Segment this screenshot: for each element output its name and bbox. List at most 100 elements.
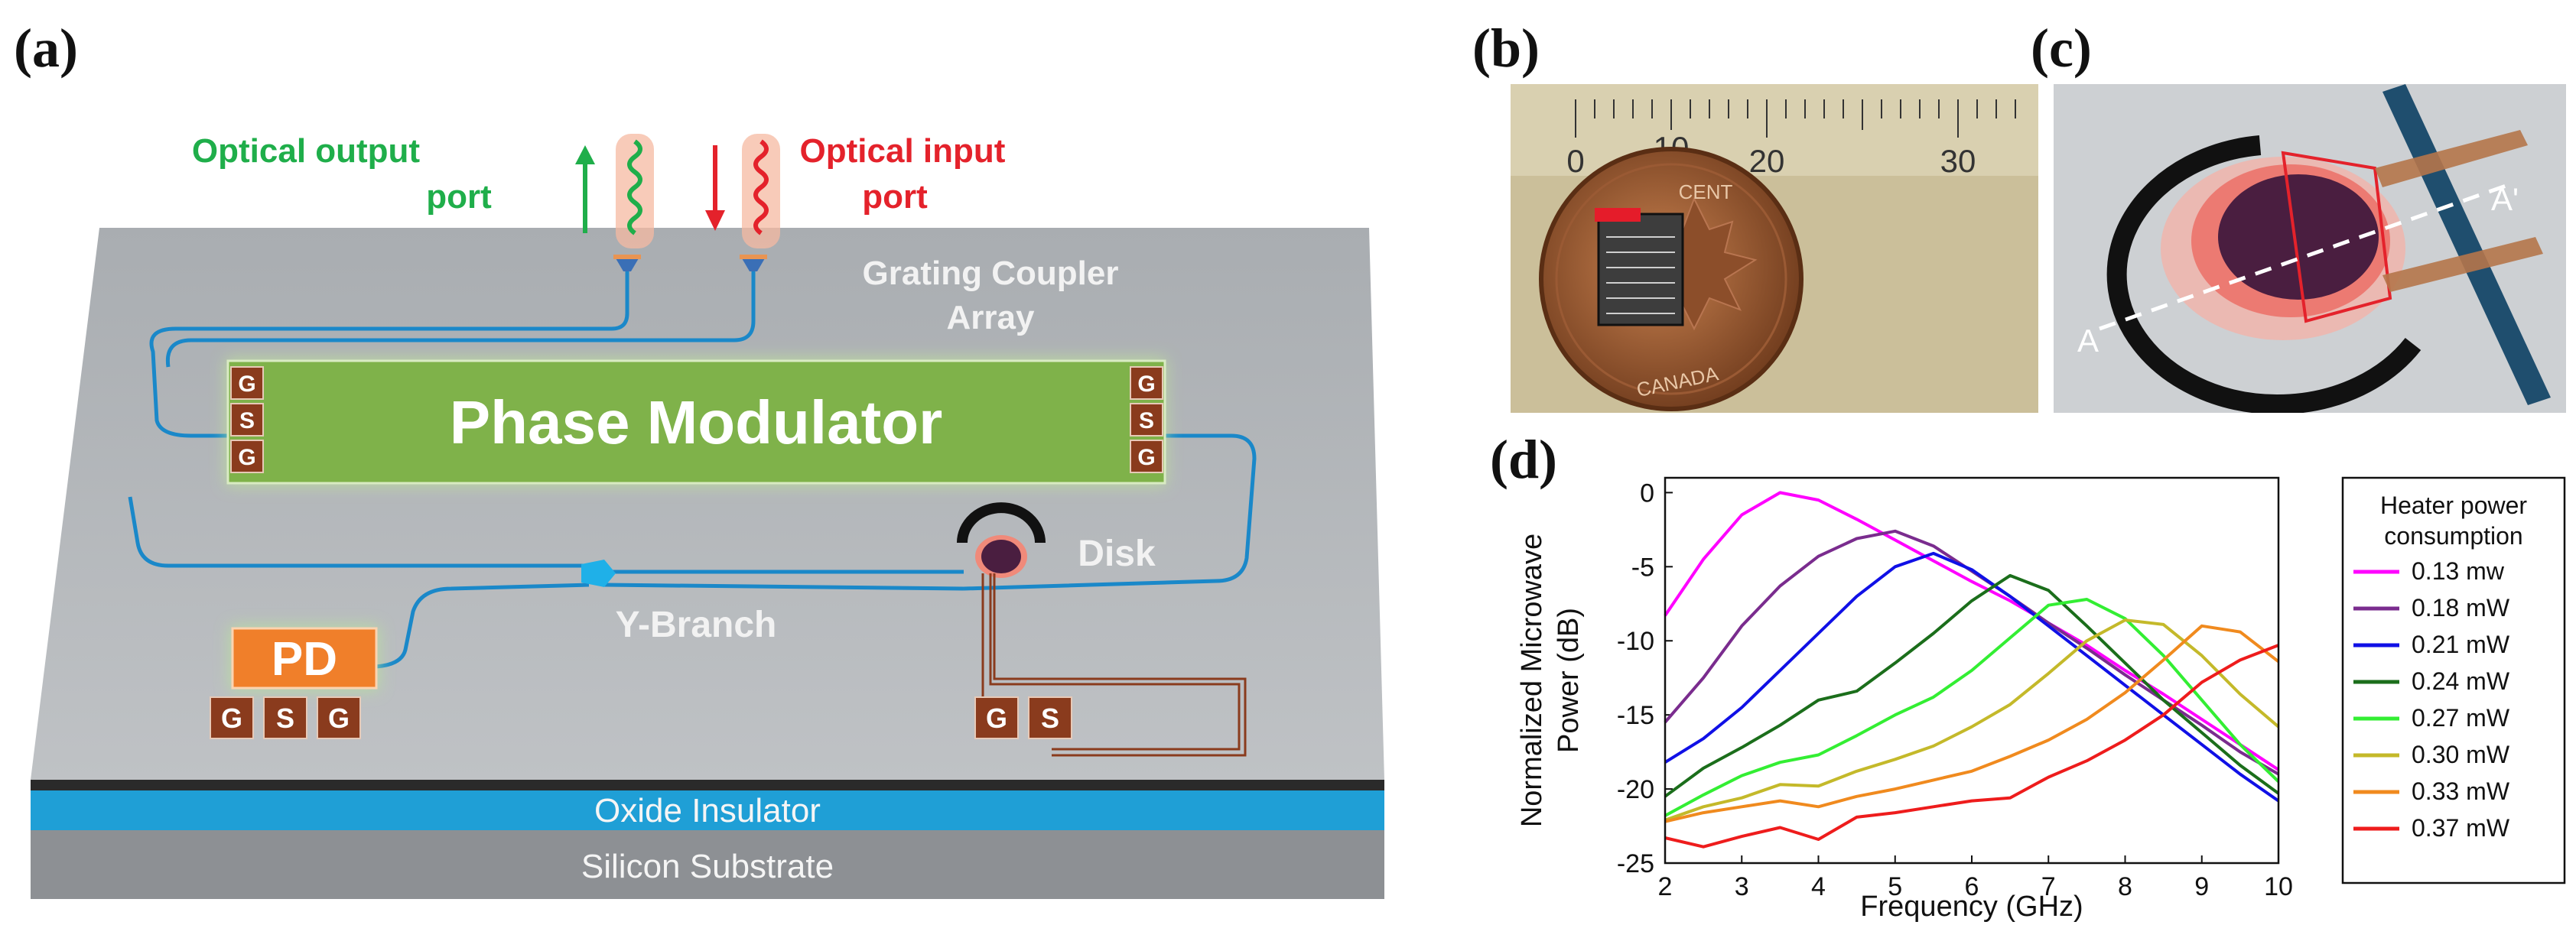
- legend-entry: 0.27 mW: [2412, 704, 2510, 732]
- y-tick-label: 0: [1640, 479, 1654, 508]
- series-line-0-21-mW: [1664, 551, 2280, 803]
- pd-label: PD: [272, 633, 337, 686]
- legend-entry: 0.37 mW: [2412, 814, 2510, 842]
- series-line-0-37-mW: [1664, 644, 2279, 849]
- legend-entry: 0.33 mW: [2412, 777, 2510, 805]
- heater-outline: [2281, 151, 2392, 323]
- left-pad-label: G: [238, 445, 255, 470]
- y-tick-label: -10: [1617, 627, 1654, 656]
- series-line-0-33-mW: [1664, 624, 2280, 823]
- chip-marker: [1595, 208, 1641, 222]
- legend-title-line1: Heater power: [2380, 492, 2527, 519]
- x-tick-label: 5: [1888, 872, 1902, 901]
- pd-block: [231, 627, 378, 690]
- y-axis-label-line1: Normalized Microwave: [1516, 534, 1548, 827]
- legend: Heater power consumption 0.13 mw 0.18 mW 0…: [2341, 476, 2566, 884]
- x-tick-label: 2: [1658, 872, 1673, 901]
- heater-pad-label: G: [986, 703, 1007, 734]
- input-beam-wave: [753, 139, 769, 235]
- output-beam-wave: [627, 139, 642, 235]
- chip-photo: 0 20 30 10 CENT CANADA: [1511, 84, 2038, 413]
- pd-pad-group: G S G: [210, 696, 361, 739]
- ruler-ticks: [1575, 99, 2016, 138]
- chip-die: [1597, 213, 1684, 326]
- disk-outer-ring: [2106, 135, 2422, 413]
- y-axis-label-line2: Power (dB): [1553, 608, 1585, 753]
- legend-entry: 0.21 mW: [2412, 631, 2510, 658]
- heater-pad-group: G S: [974, 696, 1072, 739]
- input-beam-glow: [742, 134, 780, 248]
- legend-entry: 0.13 mw: [2412, 557, 2505, 585]
- x-tick-label: 7: [2041, 872, 2056, 901]
- ruler-number: 0: [1566, 143, 1584, 179]
- chip-schematic: Optical output port Optical input port G…: [31, 132, 1384, 899]
- optical-output-label-1: Optical output: [192, 132, 421, 170]
- phase-modulator-label: Phase Modulator: [450, 388, 943, 456]
- substrate-label: Silicon Substrate: [581, 848, 834, 885]
- left-pad-group: G S G: [230, 366, 264, 473]
- cross-section-line: [2099, 181, 2513, 331]
- legend-title-line2: consumption: [2384, 522, 2522, 550]
- x-axis-label: Frequency (GHz): [1860, 891, 2083, 923]
- panel-label-a: (a): [14, 18, 78, 79]
- series-line-0-27-mW: [1664, 598, 2280, 817]
- penny-rim: [1555, 163, 1787, 395]
- right-pad-group: G S G: [1130, 366, 1163, 473]
- ruler-number: 30: [1940, 143, 1976, 179]
- ruler-strip: [1511, 84, 2038, 176]
- plot-frame: [1664, 476, 2280, 865]
- x-tick-label: 8: [2118, 872, 2132, 901]
- panel-label-d: (d): [1490, 429, 1557, 490]
- disk-core: [2218, 174, 2379, 300]
- chip-features: [1606, 236, 1675, 314]
- optical-output-label-2: port: [426, 178, 492, 216]
- x-tick-label: 3: [1735, 872, 1749, 901]
- label-a: A: [2077, 323, 2099, 359]
- optical-output-arrow: [575, 145, 595, 233]
- series-line-0-24-mW: [1664, 573, 2280, 798]
- panel-label-b: (b): [1472, 18, 1540, 79]
- legend-entry: 0.24 mW: [2412, 667, 2510, 695]
- waveguides: [128, 268, 1257, 669]
- disk-resonator: [957, 502, 1046, 578]
- grating-coupler-label-2: Array: [947, 299, 1035, 336]
- grating-coupler-label-1: Grating Coupler: [863, 255, 1119, 292]
- y-tick-label: -25: [1617, 849, 1654, 878]
- oxide-layer: [31, 790, 1384, 830]
- heater-lead-bottom: [2382, 237, 2543, 292]
- pd-pad-label: S: [276, 703, 294, 734]
- substrate-layer: [31, 830, 1384, 899]
- x-tick-label: 10: [2264, 872, 2293, 901]
- disk-3d-view: A A': [2054, 84, 2566, 413]
- phase-modulator-block: [226, 359, 1166, 485]
- x-tick-label: 9: [2194, 872, 2209, 901]
- y-tick-label: -5: [1631, 553, 1654, 582]
- heater-pad-label: S: [1041, 703, 1059, 734]
- y-branch-label: Y-Branch: [616, 605, 777, 645]
- series-line-0-30-mW: [1664, 618, 2280, 822]
- heater-lead-top: [2375, 130, 2528, 187]
- oxide-label: Oxide Insulator: [594, 792, 821, 829]
- output-beam-glow: [616, 134, 654, 248]
- frequency-response-chart: Normalized Microwave Power (dB) Frequenc…: [1516, 476, 2566, 923]
- disk-label: Disk: [1078, 534, 1156, 574]
- coin-text-cent: CENT: [1679, 180, 1733, 203]
- left-pad-label: S: [239, 408, 255, 433]
- ruler-number: 20: [1749, 143, 1785, 179]
- optical-input-label-1: Optical input: [800, 132, 1006, 170]
- optical-input-arrow: [705, 145, 725, 231]
- left-pad-label: G: [238, 372, 255, 397]
- legend-entry: 0.18 mW: [2412, 594, 2510, 622]
- x-tick-label: 6: [1965, 872, 1979, 901]
- right-pad-label: S: [1139, 408, 1154, 433]
- legend-entry: 0.30 mW: [2412, 741, 2510, 768]
- y-branch-junction: [581, 560, 616, 587]
- right-pad-label: G: [1137, 372, 1155, 397]
- right-pad-label: G: [1137, 445, 1155, 470]
- y-tick-label: -15: [1617, 701, 1654, 730]
- optical-input-label-2: port: [862, 178, 928, 216]
- label-a-prime: A': [2491, 181, 2519, 217]
- pd-pad-label: G: [221, 703, 242, 734]
- panel-label-c: (c): [2031, 18, 2092, 79]
